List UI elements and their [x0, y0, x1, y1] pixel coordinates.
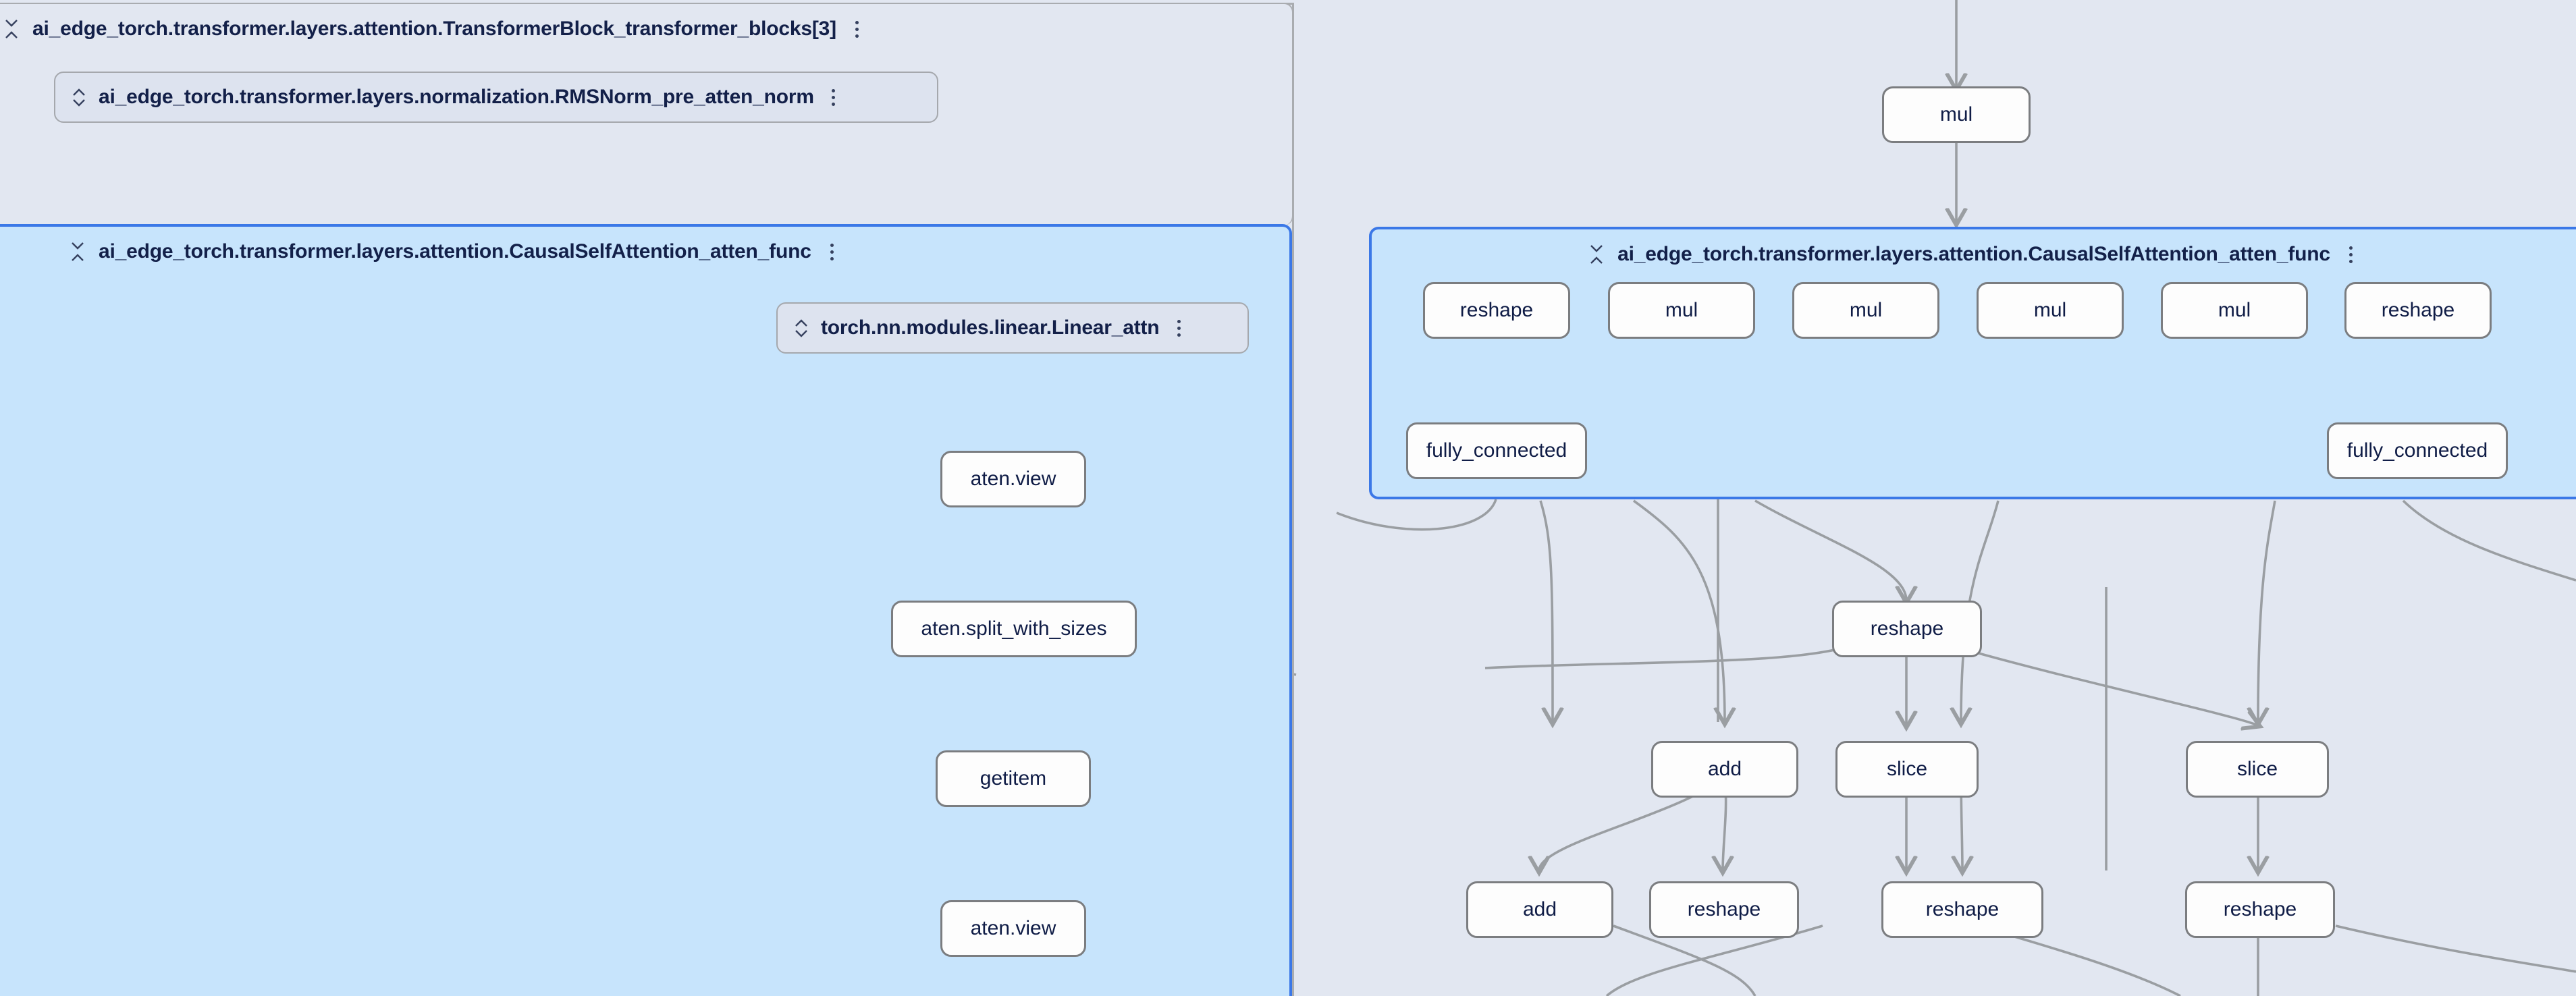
op-node-fully-connected-right[interactable]: fully_connected	[2327, 422, 2508, 479]
op-node-reshape-d[interactable]: reshape	[1649, 881, 1799, 938]
module-node-rmsnorm[interactable]: ai_edge_torch.transformer.layers.normali…	[54, 72, 938, 123]
collapse-chevrons-icon[interactable]	[69, 239, 86, 265]
op-node-reshape-e[interactable]: reshape	[1881, 881, 2043, 938]
expand-chevrons-icon[interactable]	[793, 315, 810, 341]
group-attention-right-title: ai_edge_torch.transformer.layers.attenti…	[1617, 243, 2330, 265]
op-node-reshape-c[interactable]: reshape	[1832, 601, 1982, 657]
op-node-getitem[interactable]: getitem	[936, 750, 1091, 807]
group-attention-left-title: ai_edge_torch.transformer.layers.attenti…	[99, 240, 811, 262]
op-node-slice-b[interactable]: slice	[2186, 741, 2329, 798]
more-options-icon[interactable]	[824, 240, 841, 263]
op-node-reshape-a[interactable]: reshape	[1423, 282, 1570, 339]
op-node-reshape-b[interactable]: reshape	[2344, 282, 2492, 339]
collapse-chevrons-icon[interactable]	[3, 16, 20, 42]
group-attention-right-header[interactable]: ai_edge_torch.transformer.layers.attenti…	[1372, 229, 2576, 279]
op-node-add-b[interactable]: add	[1466, 881, 1613, 938]
op-node-aten-view-2[interactable]: aten.view	[940, 900, 1086, 957]
op-node-aten-split-with-sizes[interactable]: aten.split_with_sizes	[891, 601, 1137, 657]
group-transformer-block-title: ai_edge_torch.transformer.layers.attenti…	[32, 18, 836, 40]
more-options-icon[interactable]	[849, 18, 866, 40]
module-node-rmsnorm-label: ai_edge_torch.transformer.layers.normali…	[99, 86, 814, 108]
expand-chevrons-icon[interactable]	[70, 84, 88, 110]
op-node-fully-connected-left[interactable]: fully_connected	[1406, 422, 1587, 479]
op-node-mul-c[interactable]: mul	[1977, 282, 2124, 339]
module-node-linear-attn[interactable]: torch.nn.modules.linear.Linear_attn	[776, 302, 1249, 354]
more-options-icon[interactable]	[825, 86, 842, 109]
collapse-chevrons-icon[interactable]	[1588, 242, 1605, 267]
op-node-reshape-f[interactable]: reshape	[2185, 881, 2335, 938]
more-options-icon[interactable]	[1170, 316, 1187, 339]
op-node-slice-a[interactable]: slice	[1835, 741, 1979, 798]
op-node-mul-d[interactable]: mul	[2161, 282, 2308, 339]
op-node-mul-b[interactable]: mul	[1792, 282, 1939, 339]
op-node-aten-view-1[interactable]: aten.view	[940, 451, 1086, 507]
more-options-icon[interactable]	[2342, 243, 2360, 266]
op-node-mul-top[interactable]: mul	[1882, 86, 2031, 143]
group-attention-left-header[interactable]: ai_edge_torch.transformer.layers.attenti…	[0, 227, 1289, 277]
group-transformer-block-header[interactable]: ai_edge_torch.transformer.layers.attenti…	[0, 4, 1292, 54]
panel-divider	[1292, 3, 1294, 996]
op-node-add-a[interactable]: add	[1651, 741, 1798, 798]
op-node-mul-a[interactable]: mul	[1608, 282, 1755, 339]
module-node-linear-attn-label: torch.nn.modules.linear.Linear_attn	[821, 316, 1160, 339]
